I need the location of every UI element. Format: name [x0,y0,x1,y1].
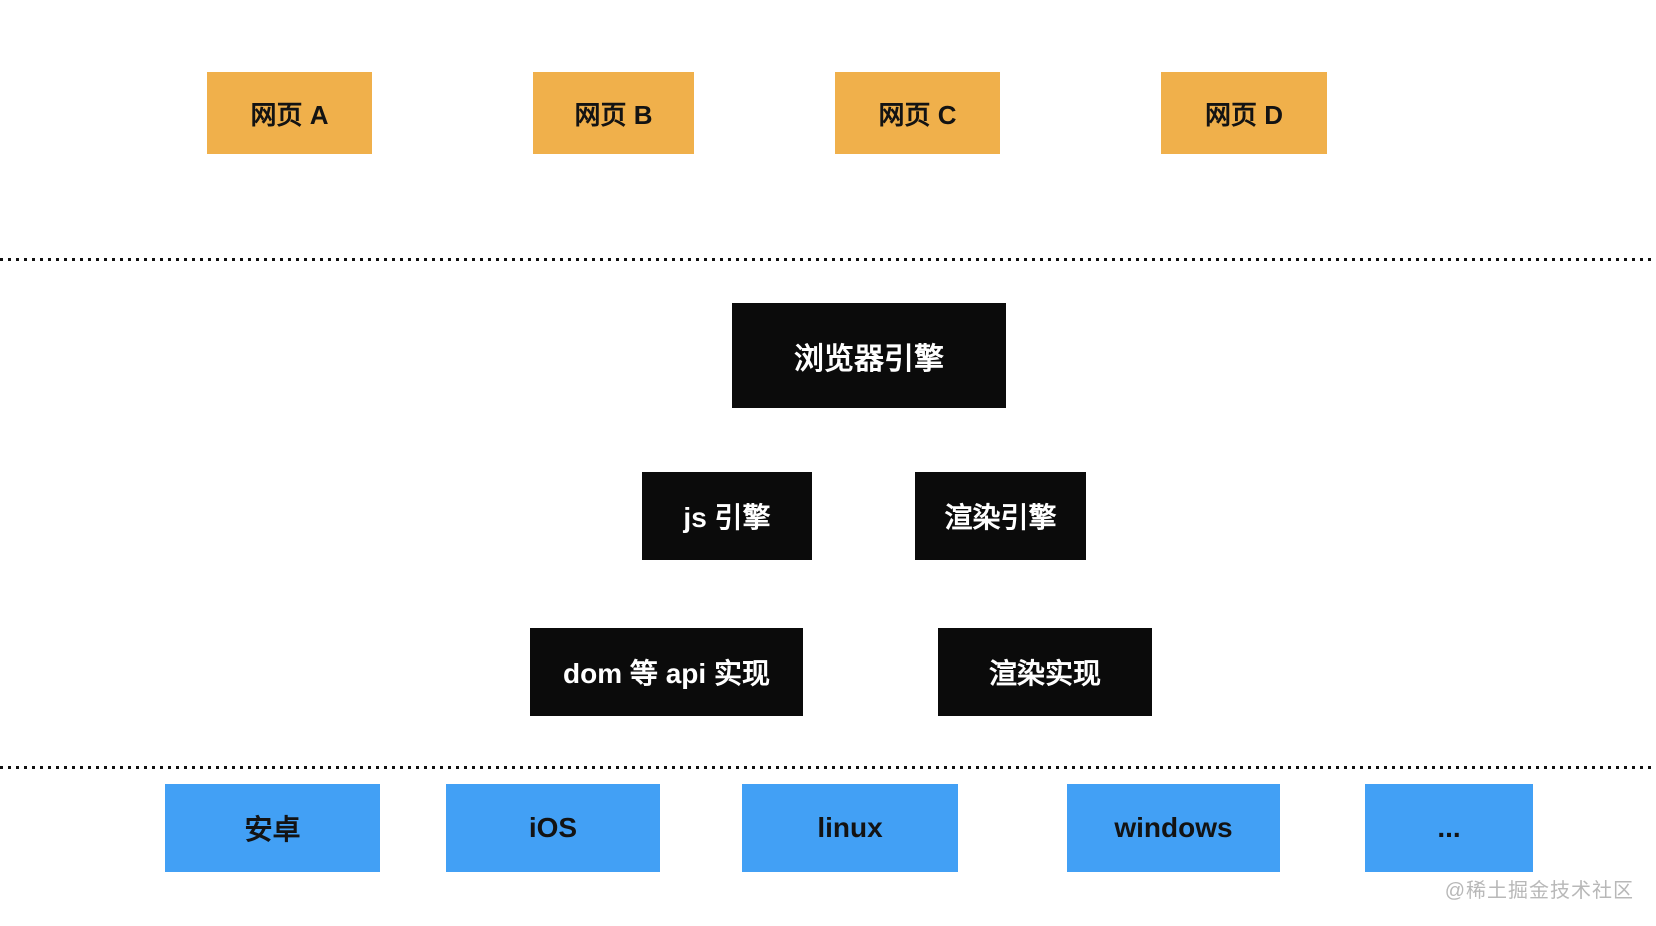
platform-android-box: 安卓 [165,784,380,872]
webpage-a-box: 网页 A [207,72,372,154]
platform-linux-box: linux [742,784,958,872]
webpage-c-box: 网页 C [835,72,1000,154]
platform-windows-box: windows [1067,784,1280,872]
separator-dotted-line-top [0,258,1656,261]
dom-api-impl-box: dom 等 api 实现 [530,628,803,716]
js-engine-box: js 引擎 [642,472,812,560]
separator-dotted-line-bottom [0,766,1656,769]
watermark-text: @稀土掘金技术社区 [1444,880,1634,902]
platform-ios-box: iOS [446,784,660,872]
webpage-d-box: 网页 D [1161,72,1327,154]
platform-ellipsis-box: ... [1365,784,1533,872]
webpage-b-box: 网页 B [533,72,694,154]
render-engine-box: 渲染引擎 [915,472,1086,560]
browser-engine-box: 浏览器引擎 [732,303,1006,408]
render-impl-box: 渲染实现 [938,628,1152,716]
